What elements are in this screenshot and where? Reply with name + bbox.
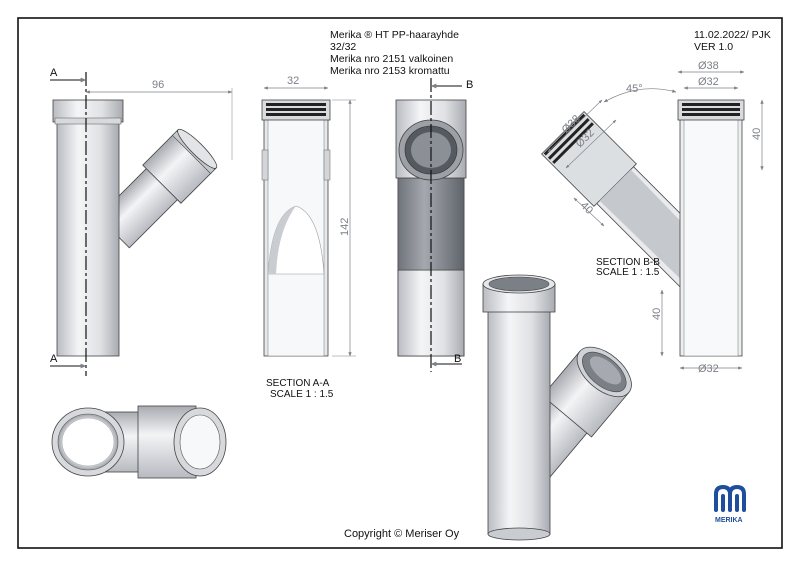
dim-32: 32 (287, 75, 299, 87)
dim-142: 142 (339, 218, 351, 236)
dim-40-bottom: 40 (651, 308, 663, 320)
dim-dia32-top: Ø32 (698, 76, 719, 88)
front-view (50, 72, 233, 376)
section-markers: A A B B (50, 67, 473, 365)
merika-logo (714, 484, 746, 512)
iso-view (482, 274, 632, 541)
sheet-border (17, 17, 783, 549)
section-bb-label: SECTION B-B (596, 257, 660, 268)
logo-text: MERIKA (715, 517, 743, 524)
title-product: Merika ® HT PP-haarayhde (330, 29, 459, 41)
marker-b-bottom: B (454, 353, 461, 365)
dim-96: 96 (152, 79, 164, 91)
marker-a-bottom: A (50, 353, 58, 365)
copyright-text: Copyright © Meriser Oy (344, 528, 460, 540)
dim-40-top: 40 (751, 128, 763, 140)
title-model-white: Merika nro 2151 valkoinen (330, 53, 454, 65)
marker-a-top: A (50, 67, 58, 79)
title-date: 11.02.2022/ PJK (694, 29, 771, 41)
dim-dia38-top: Ø38 (698, 60, 719, 72)
section-aa-label: SECTION A-A (266, 378, 330, 389)
section-bb-scale: SCALE 1 : 1.5 (596, 267, 660, 278)
title-model-chrome: Merika nro 2153 kromattu (330, 65, 450, 77)
section-aa-view (261, 86, 356, 357)
section-bb-view (541, 70, 764, 370)
top-view (51, 405, 227, 479)
title-size: 32/32 (330, 41, 357, 53)
dim-dia32-bottom: Ø32 (698, 363, 719, 375)
side-view (395, 78, 467, 372)
section-aa-scale: SCALE 1 : 1.5 (270, 389, 334, 400)
title-version: VER 1.0 (694, 41, 734, 53)
dim-angle-45: 45° (626, 83, 643, 95)
marker-b-top: B (466, 79, 473, 91)
